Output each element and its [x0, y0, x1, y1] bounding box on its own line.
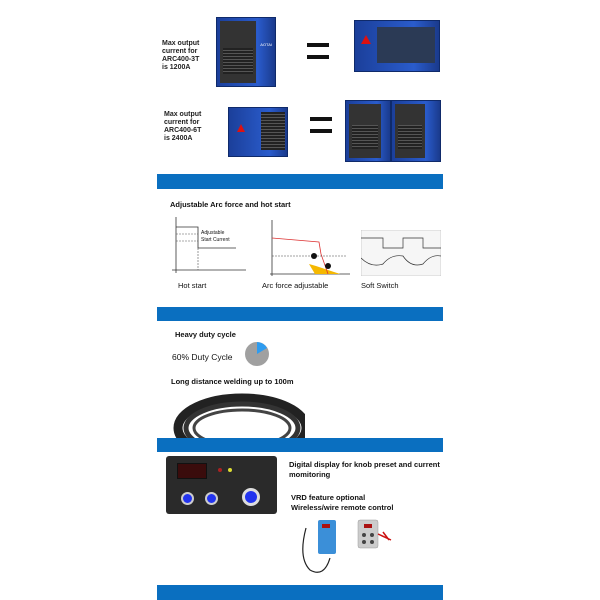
wireless-remote-image: [357, 519, 392, 549]
label-line: current for: [164, 119, 200, 126]
label-line: Max output: [162, 40, 200, 47]
hot-start-graph: [172, 217, 246, 273]
caption-hot-start: Hot start: [178, 281, 207, 290]
label-arc400-6t: Max output current for ARC400-6T is 2400…: [164, 111, 201, 143]
heavy-duty-heading: Heavy duty cycle: [175, 330, 236, 339]
knob-hot-start[interactable]: [181, 492, 194, 505]
remote-text: Wireless/wire remote control: [291, 503, 394, 512]
label-arc400-3t: Max output current for ARC400-3T is 1200…: [162, 40, 199, 72]
welding-cable-image: [173, 393, 305, 438]
duty-slice: [257, 342, 267, 354]
digital-display: [177, 463, 207, 479]
knob-welding-current[interactable]: [242, 488, 260, 506]
hot-start-annotation: Adjustable Start Current: [201, 230, 230, 244]
vrd-text: VRD feature optional: [291, 493, 366, 502]
welder-arc400-3t: AOTAI: [216, 17, 276, 87]
brand-triangle-icon: [237, 124, 245, 132]
digital-display-text: Digital display for knob preset and curr…: [289, 460, 440, 480]
label-line: ARC400-6T: [164, 127, 202, 134]
hot-start-curve: [176, 226, 236, 249]
label-line: current for: [162, 48, 198, 55]
operating-point: [325, 263, 331, 269]
annotation-line: Adjustable: [201, 230, 225, 236]
brand-logo: AOTAI: [260, 42, 272, 47]
duty-cycle-pie: [245, 342, 269, 366]
control-panel-image: [166, 456, 277, 514]
caption-arc-force: Arc force adjustable: [262, 281, 329, 290]
text-line: Digital display for knob preset and curr…: [289, 460, 440, 469]
arc-force-title: Adjustable Arc force and hot start: [170, 200, 291, 209]
brand-triangle-icon: [361, 35, 371, 44]
label-line: Max output: [164, 111, 202, 118]
label-line: ARC400-3T: [162, 56, 200, 63]
section-divider: [157, 174, 443, 189]
text-line: momitoring: [289, 470, 331, 479]
indicator-red: [218, 468, 222, 472]
arc-force-curve: [271, 237, 329, 275]
label-line: is 1200A: [162, 64, 191, 71]
three-unit-welder-rack: [354, 20, 440, 72]
label-line: is 2400A: [164, 135, 193, 142]
duty-cycle-label: 60% Duty Cycle: [172, 352, 233, 362]
equals-sign: [307, 43, 329, 59]
caption-soft-switch: Soft Switch: [361, 281, 399, 290]
arc-force-graph: [270, 220, 350, 276]
section-divider: [157, 585, 443, 600]
soft-switch-oscillogram: [361, 230, 441, 276]
welder-arc400-6t: [228, 107, 288, 157]
section-divider: [157, 438, 443, 452]
indicator-yellow: [228, 468, 232, 472]
cable-label: Long distance welding up to 100m: [171, 377, 294, 386]
section-divider: [157, 307, 443, 321]
equals-sign: [310, 117, 332, 133]
annotation-line: Start Current: [201, 237, 230, 243]
knob-arc-force[interactable]: [205, 492, 218, 505]
operating-point: [311, 253, 317, 259]
wired-remote-image: [302, 520, 336, 573]
welder-pair: [345, 100, 441, 162]
